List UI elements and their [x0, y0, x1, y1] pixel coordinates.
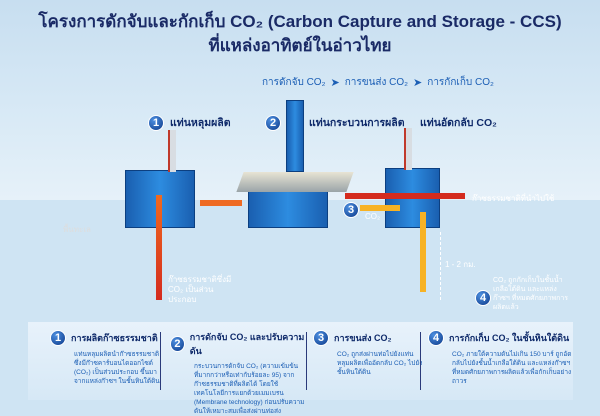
- platform-name: แท่นหลุมผลิต: [170, 117, 231, 129]
- step-text: CO₂ ถูกส่งผ่านท่อไปยังแท่นหลุมผลิตเพื่ออ…: [337, 351, 423, 376]
- platform-label-processing: 2 แท่นกระบวนการผลิต: [265, 114, 405, 131]
- step-title: การผลิตก๊าซธรรมชาติ: [71, 333, 158, 343]
- step-title: การขนส่ง CO₂: [334, 333, 392, 343]
- co2-label: CO₂: [365, 212, 381, 221]
- chevron-right-icon: ➤: [330, 77, 340, 89]
- step-badge: 2: [170, 336, 185, 352]
- step-title: การกักเก็บ CO₂ ในชั้นหินใต้ดิน: [449, 333, 570, 343]
- chevron-right-icon: ➤: [413, 77, 423, 89]
- divider: [160, 332, 161, 390]
- step-badge: 1: [148, 114, 164, 131]
- process-flow: การดักจับ CO₂ ➤ การขนส่ง CO₂ ➤ การกักเก็บ …: [262, 75, 494, 90]
- steps-panel: 1 การผลิตก๊าซธรรมชาติแท่นหลุมผลิตนำก๊าซธร…: [28, 322, 573, 415]
- step-badge: 3: [313, 330, 329, 346]
- processing-platform-deck: [236, 172, 354, 192]
- co2-stored-label: CO₂ ถูกกักเก็บในชั้นน้ำเกลือใต้ดิน และแห…: [493, 277, 569, 311]
- platform-name: แท่นกระบวนการผลิต: [309, 117, 405, 129]
- title-line-1: โครงการดักจับและกักเก็บ CO₂ (Carbon Capt…: [38, 12, 562, 31]
- title-line-2: ที่แหล่งอาทิตย์ในอ่าวไทย: [208, 36, 392, 55]
- platform-label-injection: แท่นอัดกลับ CO₂: [420, 114, 497, 131]
- gas-used-label: ก๊าซธรรมชาติที่นำไปใช้: [472, 194, 555, 203]
- flow-storage: การกักเก็บ CO₂: [427, 77, 494, 88]
- co2-injection-arrow: [420, 212, 426, 292]
- depth-label: 1 - 2 กม.: [445, 260, 476, 269]
- processing-platform-legs: [248, 190, 328, 228]
- step-badge: 3: [343, 202, 359, 218]
- step-text: กระบวนการดักจับ CO₂ (ความเข้มข้นที่มากกว…: [194, 363, 305, 415]
- wellhead-derrick: [168, 130, 176, 172]
- platform-name: แท่นอัดกลับ CO₂: [420, 117, 497, 129]
- flow-transport: การขนส่ง CO₂: [344, 77, 409, 88]
- step-text: CO₂ ภายใต้ความดันไม่เกิน 150 บาร์ ถูกอัด…: [452, 351, 572, 385]
- divider: [420, 332, 421, 390]
- step-badge: 2: [265, 114, 281, 131]
- step-card-1: 1 การผลิตก๊าซธรรมชาติแท่นหลุมผลิตนำก๊าซธร…: [50, 330, 160, 386]
- step-text: แท่นหลุมผลิตนำก๊าซธรรมชาติ ซึ่งมีก๊าซคาร…: [74, 351, 160, 385]
- gas-export-arrow: [345, 193, 465, 199]
- page-title: โครงการดักจับและกักเก็บ CO₂ (Carbon Capt…: [0, 10, 600, 58]
- step-card-4: 4 การกักเก็บ CO₂ ในชั้นหินใต้ดิน CO₂ ภายใต…: [428, 330, 573, 386]
- gas-with-co2-label: ก๊าซธรรมชาติซึ่งมี CO₂ เป็นส่วนประกอบ: [168, 275, 232, 304]
- step-badge: 4: [475, 290, 491, 306]
- step-title: การดักจับ CO₂ และปรับความดัน: [189, 332, 305, 356]
- step-badge: 1: [50, 330, 66, 346]
- injection-derrick: [404, 128, 412, 170]
- flow-capture: การดักจับ CO₂: [262, 77, 326, 88]
- gas-to-processing-arrow: [200, 200, 242, 206]
- processing-tower: [286, 100, 304, 172]
- divider: [306, 332, 307, 390]
- gas-up-arrow: [156, 195, 162, 300]
- platform-label-wellhead: 1 แท่นหลุมผลิต: [148, 114, 231, 131]
- step-badge: 4: [428, 330, 444, 346]
- co2-transport-arrow: [360, 205, 400, 211]
- depth-indicator: [440, 232, 441, 300]
- seabed-label: พื้นทะเล: [63, 225, 91, 234]
- step-card-3: 3 การขนส่ง CO₂ CO₂ ถูกส่งผ่านท่อไปยังแท่นห…: [313, 330, 423, 377]
